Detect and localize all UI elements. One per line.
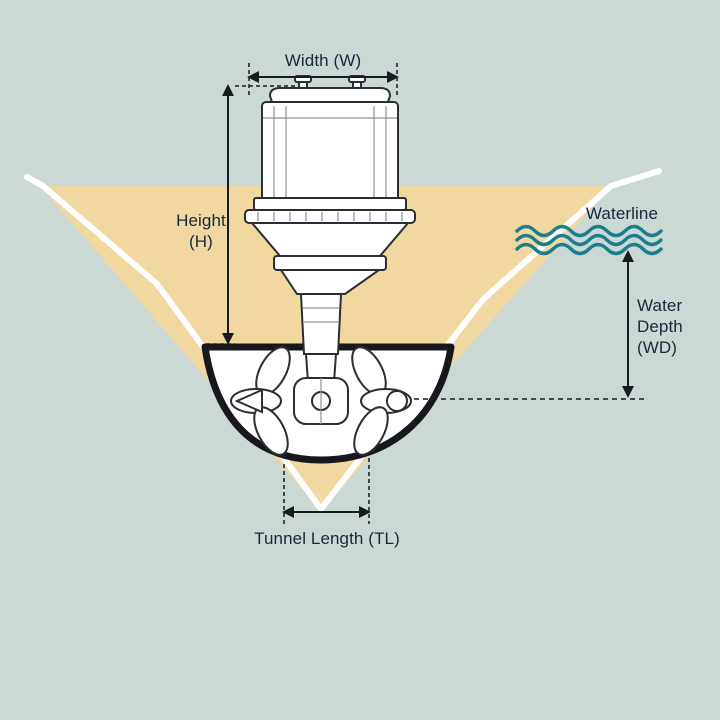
waterline-label: Waterline <box>585 204 658 223</box>
motor-contours <box>263 106 397 198</box>
flange-bolt-ticks <box>257 212 403 221</box>
water-depth-label: Water Depth (WD) <box>637 295 683 358</box>
propeller-cap-right <box>386 390 408 412</box>
water-depth-label-line1: Water <box>637 296 683 315</box>
height-label-line2: (H) <box>189 232 213 251</box>
motor-top-cap <box>268 87 392 103</box>
water-depth-label-line3: (WD) <box>637 338 678 357</box>
thruster-unit <box>230 75 416 456</box>
tunnel-length-label: Tunnel Length (TL) <box>254 529 400 548</box>
taper-lower <box>279 269 383 295</box>
width-label: Width (W) <box>284 51 362 70</box>
mid-ring <box>273 255 387 271</box>
taper-upper <box>249 222 411 257</box>
propeller-cone-left <box>234 388 263 414</box>
dimension-width <box>247 63 399 97</box>
waterline-waves-icon <box>515 224 663 256</box>
dimensions <box>206 63 634 524</box>
mounting-flange <box>244 209 416 224</box>
motor-body <box>261 101 399 203</box>
height-label-line1: Height <box>176 211 226 230</box>
motor-base <box>253 197 407 211</box>
dimension-tunnel-length <box>282 458 371 524</box>
height-label: Height (H) <box>176 210 226 252</box>
dimension-height <box>206 84 297 345</box>
gear-leg <box>299 293 343 355</box>
water-depth-label-line2: Depth <box>637 317 683 336</box>
dimension-water-depth <box>622 250 634 398</box>
